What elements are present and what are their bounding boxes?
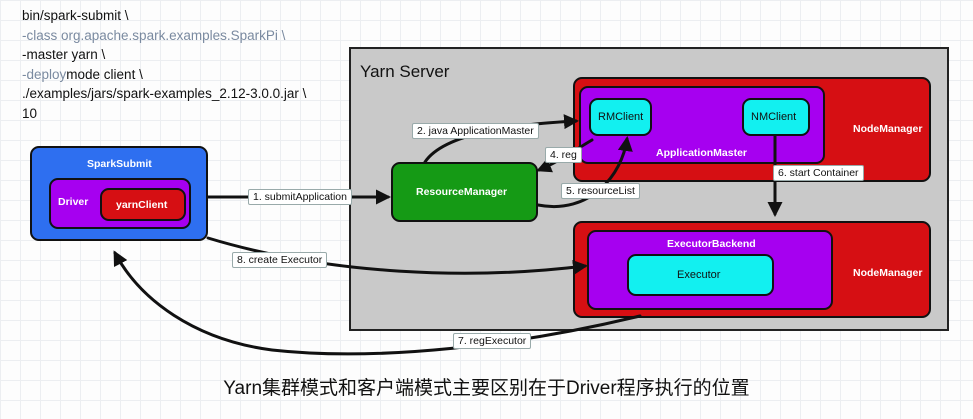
rm-client-node: RMClient <box>589 98 652 136</box>
command-line-1: bin/spark-submit \ <box>22 8 129 23</box>
yarn-client-label: yarnClient <box>116 199 168 211</box>
nm-client-label: NMClient <box>751 111 797 123</box>
node-manager-bottom-label: NodeManager <box>853 267 923 279</box>
yarn-server-title: Yarn Server <box>360 62 450 81</box>
command-line-5: ./examples/jars/spark-examples_2.12-3.0.… <box>22 86 307 102</box>
executor-backend-label: ExecutorBackend <box>667 238 756 250</box>
edge-label-resource-list: 5. resourceList <box>561 183 640 199</box>
edge-label-start-container: 6. start Container <box>773 165 864 181</box>
edge-label-java-application-master: 2. java ApplicationMaster <box>412 123 539 139</box>
rm-client-label: RMClient <box>598 111 644 123</box>
edge-label-reg-executor: 7. regExecutor <box>453 333 532 349</box>
resource-manager-label: ResourceManager <box>416 186 508 198</box>
edge-label-reg: 4. reg <box>545 147 582 163</box>
command-line-2: -class org.apache.spark.examples.SparkPi… <box>22 27 286 43</box>
spark-submit-label: SparkSubmit <box>87 158 152 170</box>
yarn-client-node: yarnClient <box>100 188 186 221</box>
spark-submit-command: bin/spark-submit \ -class org.apache.spa… <box>22 6 306 124</box>
arrow-create-executor <box>206 236 588 275</box>
command-line-4: -deploymode client \ <box>22 66 143 82</box>
executor-node: Executor <box>627 254 774 296</box>
application-master-label: ApplicationMaster <box>656 147 748 159</box>
node-manager-top-label: NodeManager <box>853 123 923 135</box>
edge-label-submit-application: 1. submitApplication <box>248 189 352 205</box>
nm-client-node: NMClient <box>742 98 810 136</box>
diagram-caption: Yarn集群模式和客户端模式主要区别在于Driver程序执行的位置 <box>223 378 750 399</box>
command-line-6: 10 <box>22 105 38 121</box>
resource-manager-node: ResourceManager <box>391 162 538 222</box>
arrow-reg-executor <box>113 250 642 356</box>
driver-label: Driver <box>58 196 89 208</box>
executor-label: Executor <box>677 269 721 281</box>
edge-label-create-executor: 8. create Executor <box>232 252 328 268</box>
command-line-3: -master yarn \ <box>22 47 106 63</box>
